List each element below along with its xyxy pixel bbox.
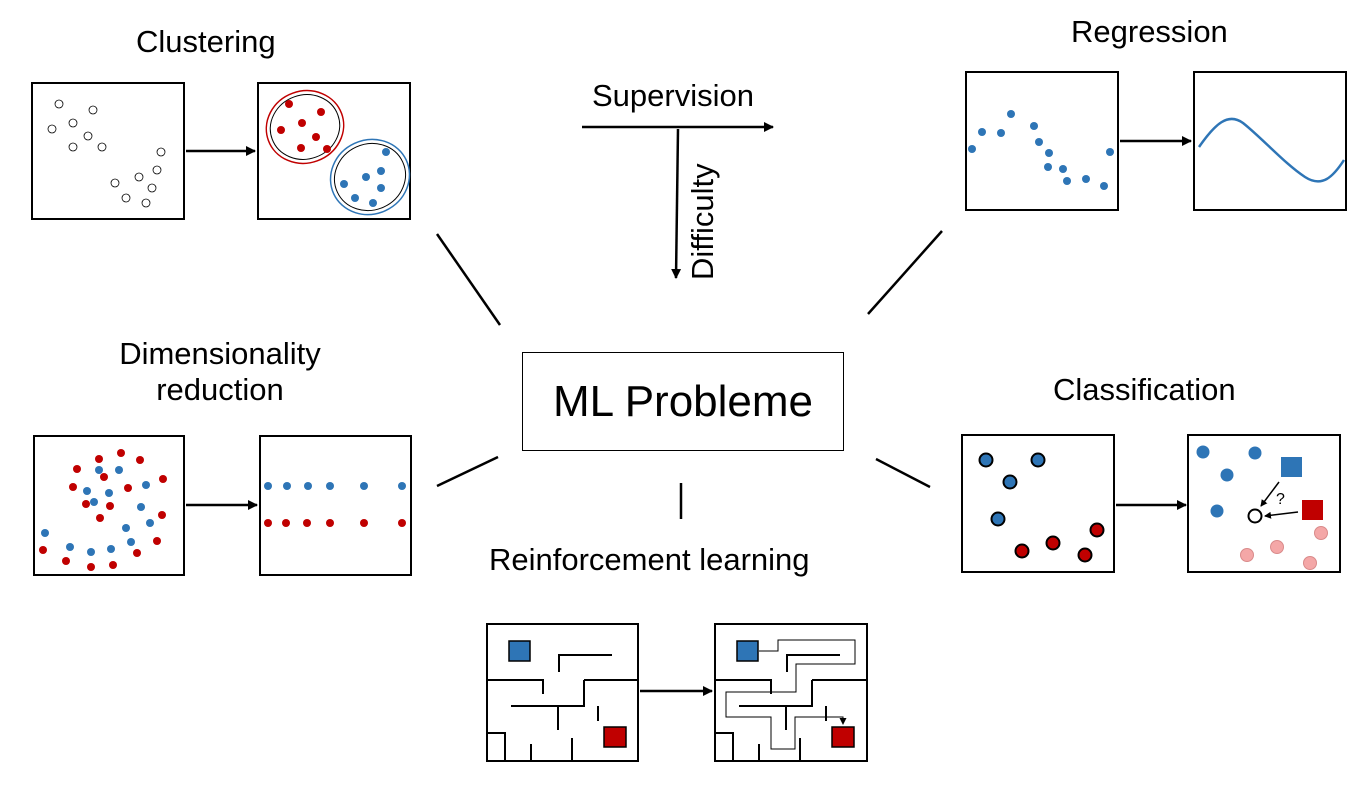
regression-curve bbox=[1197, 117, 1346, 183]
connector-classification bbox=[875, 457, 931, 489]
connector-clustering bbox=[435, 233, 502, 326]
connector-regression bbox=[867, 230, 943, 315]
dimred-output-panel bbox=[259, 435, 412, 576]
center-title: ML Probleme bbox=[552, 376, 814, 426]
maze-start-square bbox=[508, 640, 531, 662]
clustering-input-points bbox=[47, 99, 166, 208]
center-box: ML Probleme bbox=[522, 352, 844, 451]
maze-goal-square bbox=[603, 726, 627, 748]
maze-solution-path bbox=[725, 639, 856, 750]
query-arrow-red bbox=[1264, 511, 1299, 519]
classification-known-blue bbox=[1196, 445, 1262, 518]
red-class-square bbox=[1302, 500, 1323, 520]
regression-title: Regression bbox=[1071, 14, 1228, 49]
dimred-title-line1: Dimensionality bbox=[119, 336, 321, 371]
difficulty-arrow bbox=[671, 128, 682, 279]
red-cluster bbox=[265, 89, 345, 165]
dimred-blue-line bbox=[264, 482, 406, 490]
blue-cluster bbox=[329, 138, 411, 216]
blue-class-square bbox=[1281, 457, 1302, 477]
classification-faded-red bbox=[1240, 526, 1328, 570]
classification-title: Classification bbox=[1053, 372, 1236, 407]
query-point bbox=[1247, 508, 1263, 524]
maze-output-start-square bbox=[736, 640, 759, 662]
dimred-red-points bbox=[39, 449, 167, 571]
reinforcement-title: Reinforcement learning bbox=[489, 542, 810, 577]
dimred-title: Dimensionality reduction bbox=[90, 336, 350, 407]
classification-question-mark: ? bbox=[1276, 491, 1285, 508]
dimred-title-line2: reduction bbox=[156, 371, 284, 407]
classification-blue-points bbox=[978, 452, 1046, 527]
dimred-blue-points bbox=[41, 466, 154, 556]
connector-dimred bbox=[436, 455, 499, 488]
difficulty-label: Difficulty bbox=[685, 163, 720, 280]
maze-output-goal-square bbox=[831, 726, 855, 748]
supervision-label: Supervision bbox=[592, 78, 754, 113]
classification-red-points bbox=[1014, 522, 1105, 563]
clustering-title: Clustering bbox=[136, 24, 276, 59]
query-arrow-blue bbox=[1260, 481, 1280, 507]
dimred-red-line bbox=[264, 519, 406, 527]
regression-output-panel bbox=[1193, 71, 1347, 211]
regression-points bbox=[968, 110, 1114, 190]
